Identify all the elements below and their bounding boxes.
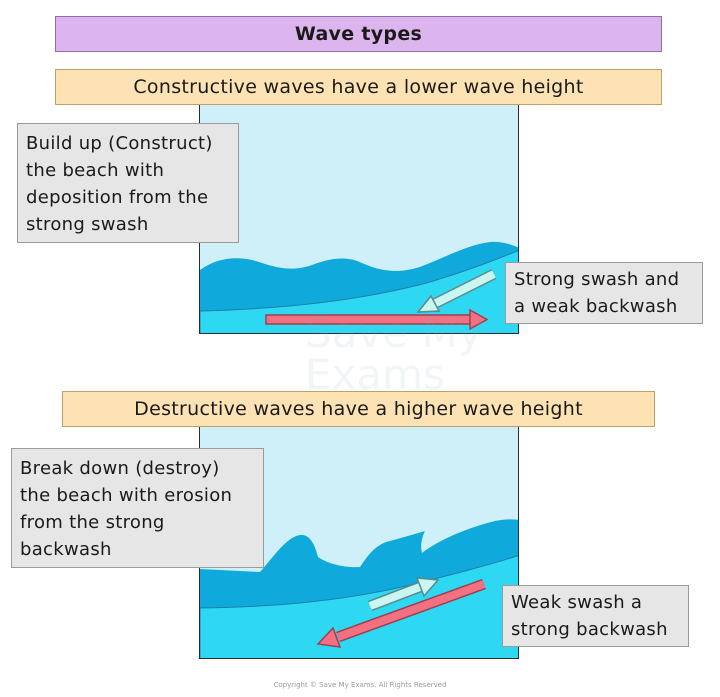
backwash-arrow <box>316 578 486 648</box>
swash-arrow <box>368 577 440 612</box>
destructive-swash-label: Weak swash a strong backwash <box>502 585 689 647</box>
constructive-wave-panel <box>199 105 519 334</box>
constructive-heading: Constructive waves have a lower wave hei… <box>55 69 662 105</box>
constructive-description: Build up (Construct) the beach with depo… <box>17 123 239 243</box>
swash-arrow <box>416 269 497 313</box>
destructive-description: Break down (destroy) the beach with eros… <box>11 448 264 568</box>
copyright-notice: Copyright © Save My Exams. All Rights Re… <box>273 681 447 689</box>
backwash-arrow <box>265 308 489 331</box>
constructive-beach <box>200 250 518 333</box>
destructive-heading: Destructive waves have a higher wave hei… <box>62 391 655 427</box>
diagram-title: Wave types <box>55 16 662 52</box>
constructive-swash-label: Strong swash and a weak backwash <box>505 262 703 324</box>
destructive-wave-illustration <box>200 519 518 658</box>
constructive-wave-illustration <box>200 241 518 333</box>
